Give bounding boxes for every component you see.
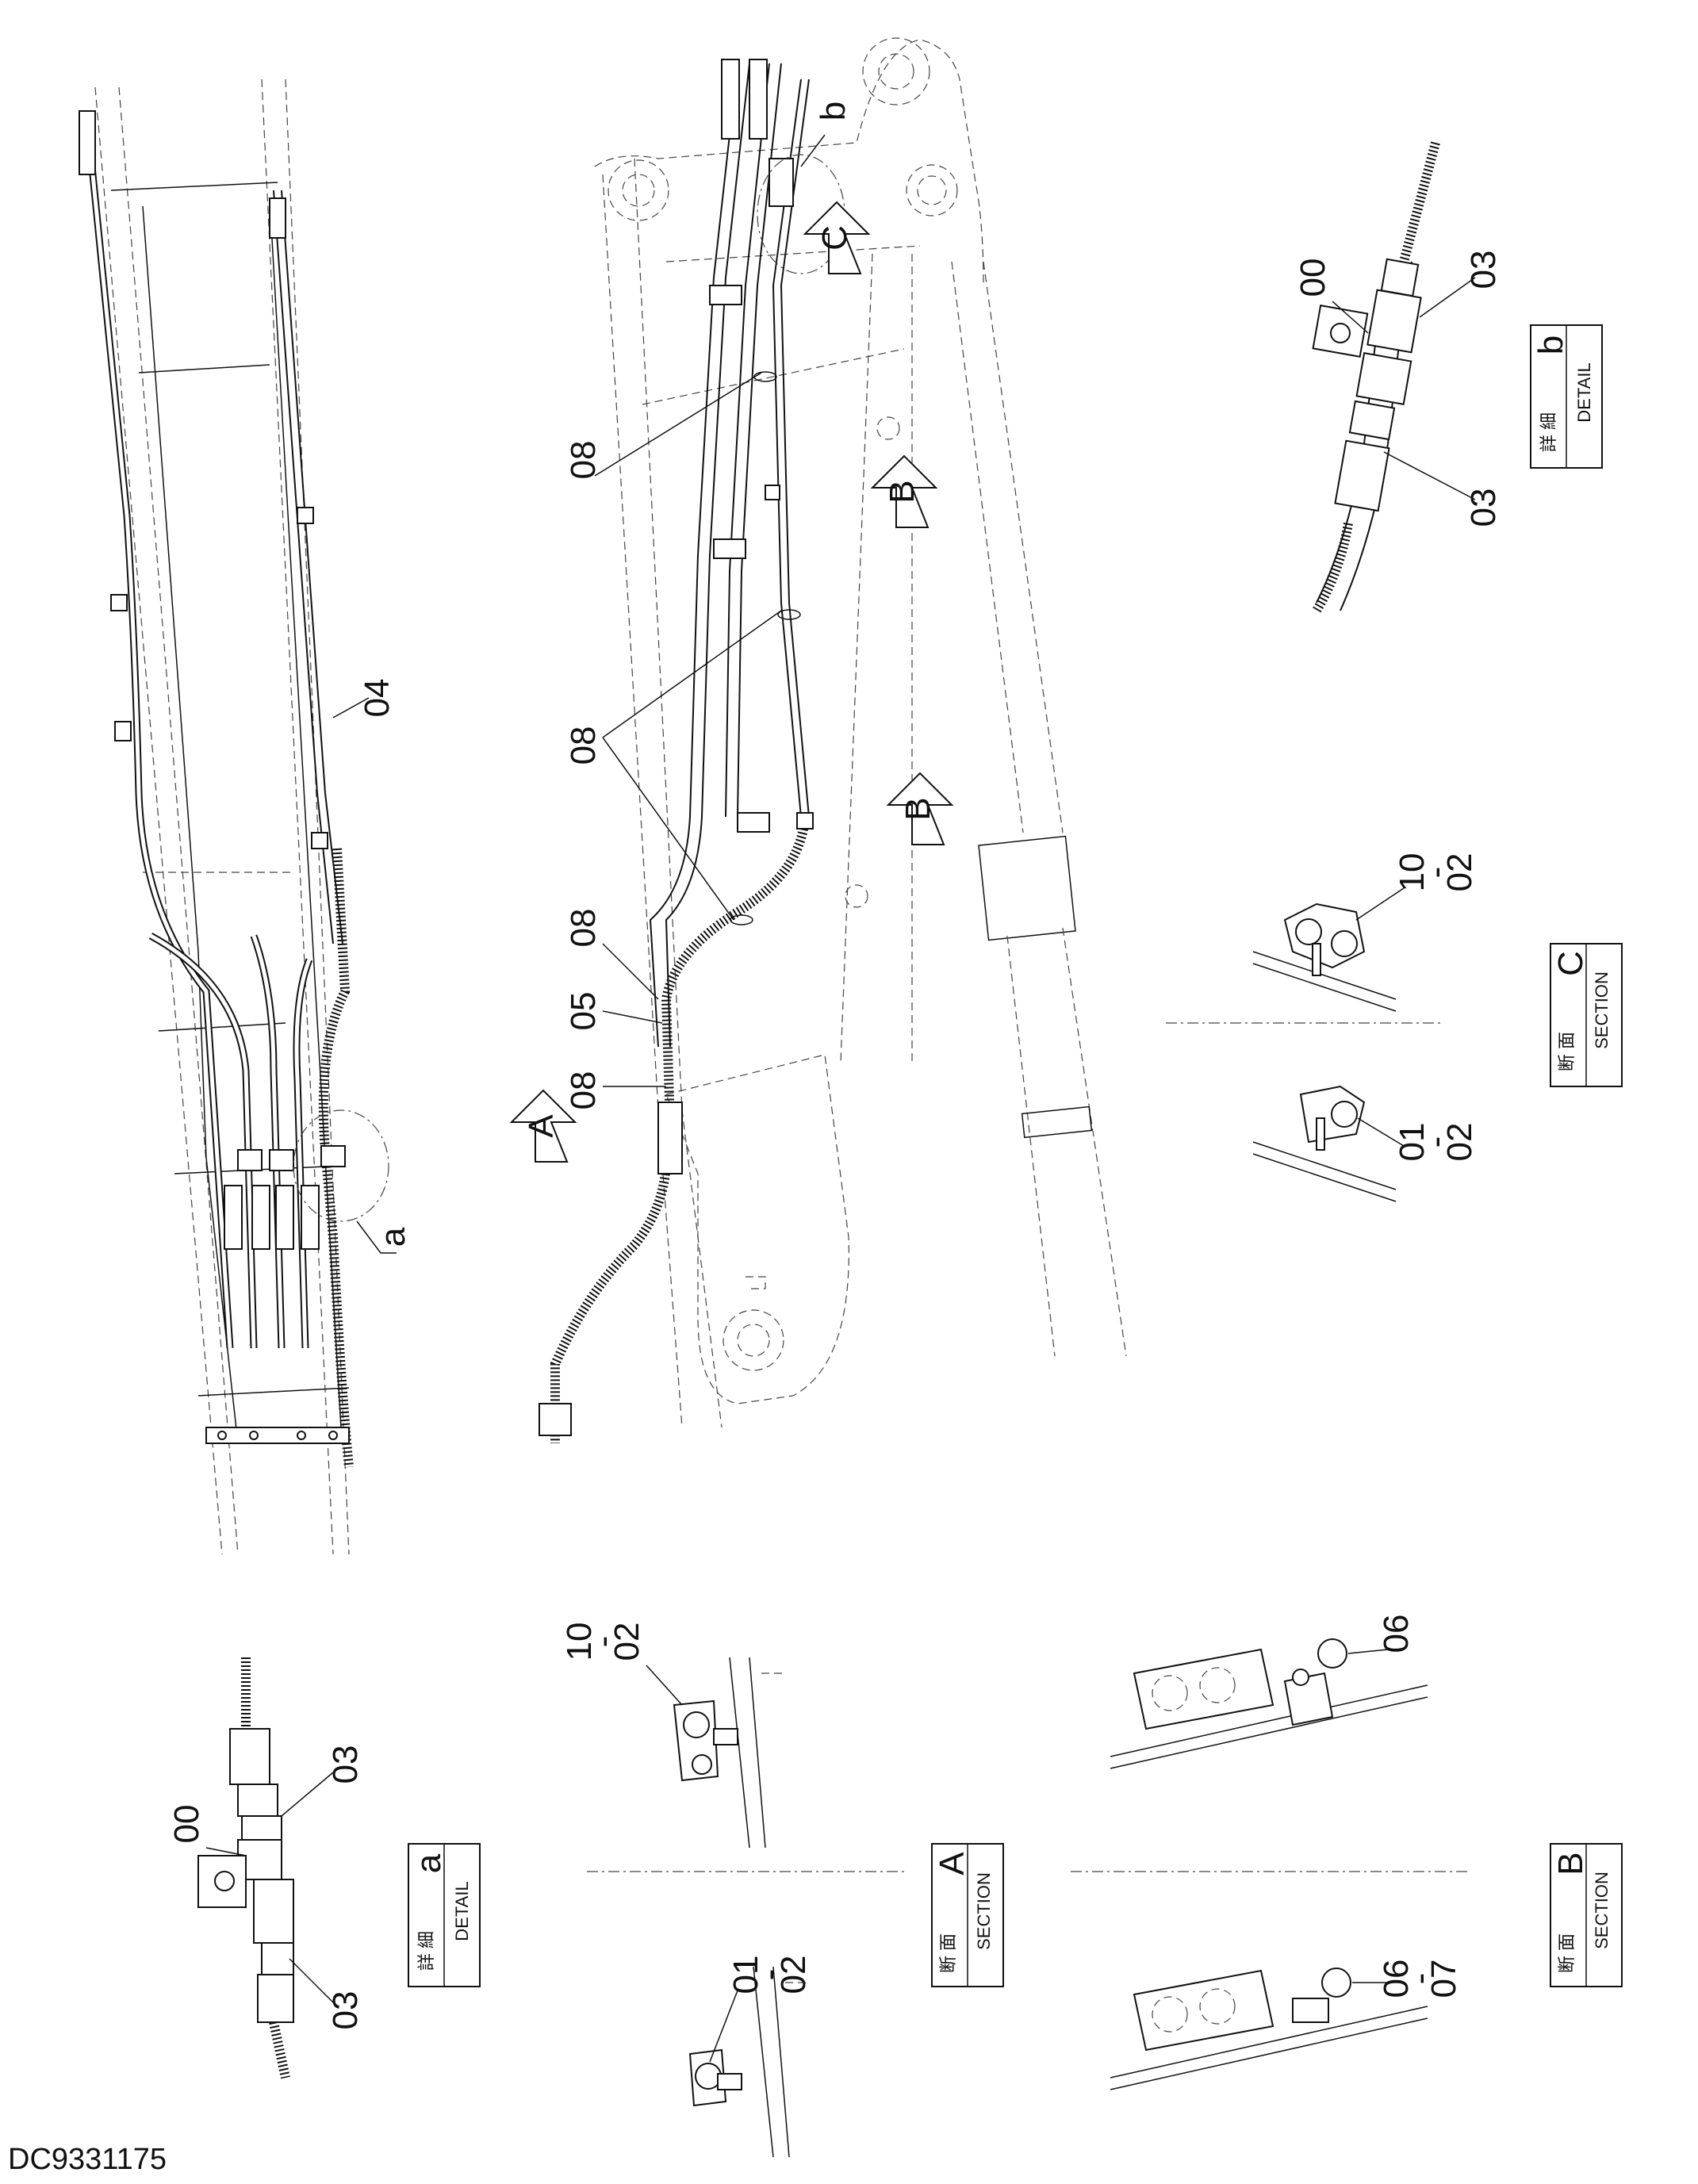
marker-b: b	[814, 102, 853, 121]
detail-b-letter: b	[1531, 335, 1570, 354]
arrow-b-label-1: B	[899, 797, 937, 820]
section-c-sep-2: -	[1416, 1136, 1455, 1148]
detail-a-circle	[293, 1109, 389, 1222]
section-c-sep-1: -	[1416, 867, 1455, 879]
detail-a-callout-00: 00	[167, 1805, 206, 1844]
arrow-a-label: A	[522, 1114, 561, 1138]
callout-08-a: 08	[564, 441, 603, 480]
detail-b-callout-00: 00	[1294, 259, 1332, 297]
arm-assembly-left	[79, 79, 397, 1555]
view-arrow-a: A	[509, 1089, 577, 1163]
detail-a-letter: a	[409, 1853, 448, 1873]
section-b-label: SECTION	[1592, 1872, 1612, 1949]
view-arrow-c: C	[803, 201, 871, 274]
section-c-kanji: 断 面	[1557, 1032, 1577, 1071]
section-b-letter: B	[1551, 1852, 1590, 1875]
section-c-view: 10 - 02 01 - 02 断 面 SECTION C	[1166, 853, 1623, 1202]
section-a-sep-2: -	[750, 1969, 789, 1981]
doc-number: DC9331175	[8, 2143, 167, 2176]
detail-a-callout-03-b: 03	[326, 1991, 365, 2030]
callout-08-c: 08	[564, 909, 603, 948]
detail-b-label: DETAIL	[1574, 362, 1594, 422]
section-a-callout-10: 10	[560, 1623, 599, 1661]
section-a-label: SECTION	[974, 1872, 994, 1950]
detail-b-callout-03-b: 03	[1464, 489, 1503, 527]
callout-05: 05	[564, 992, 603, 1031]
callout-08-b: 08	[564, 726, 603, 765]
section-c-callout-02-b: 02	[1440, 1123, 1479, 1162]
callouts-main: 04 08 08 08 05 08 b a	[332, 102, 853, 1247]
marker-a: a	[374, 1227, 412, 1247]
view-arrow-b-1: B	[886, 772, 954, 845]
section-b-callout-07: 07	[1424, 1960, 1463, 1998]
section-c-label: SECTION	[1592, 971, 1612, 1049]
section-c-callout-02-a: 02	[1440, 853, 1479, 892]
section-a-kanji: 断 面	[938, 1933, 958, 1973]
callout-04: 04	[358, 679, 397, 718]
detail-b-view: 00 03 03 詳 細 DETAIL b	[1294, 141, 1603, 614]
section-a-callout-02-a: 02	[608, 1623, 646, 1661]
section-b-callout-06-b: 06	[1377, 1960, 1416, 1998]
detail-a-label: DETAIL	[452, 1881, 472, 1941]
detail-b-callout-03-a: 03	[1464, 251, 1503, 289]
section-a-callout-01: 01	[726, 1956, 765, 1994]
section-b-view: 06 06 - 07 断 面 SECTION B	[1071, 1615, 1623, 2090]
section-a-sep-1: -	[584, 1636, 623, 1648]
arrow-b-label-2: B	[883, 480, 922, 503]
boom-assembly-center	[539, 37, 1127, 1443]
section-c-callout-01: 01	[1393, 1123, 1432, 1162]
section-a-callout-02-b: 02	[774, 1956, 813, 1994]
detail-a-kanji: 詳 細	[416, 1931, 436, 1971]
section-a-letter: A	[933, 1852, 972, 1876]
detail-a-callout-03-a: 03	[326, 1745, 365, 1784]
section-c-callout-10: 10	[1393, 853, 1432, 892]
section-b-sep: -	[1401, 1973, 1439, 1985]
section-c-letter: C	[1551, 951, 1590, 976]
detail-b-kanji: 詳 細	[1539, 412, 1558, 452]
section-a-view: 10 - 02 01 - 02 断 面 SECTION A	[560, 1623, 1004, 2158]
section-b-callout-06-a: 06	[1377, 1615, 1416, 1653]
view-arrow-b-2: B	[870, 454, 938, 528]
section-b-kanji: 断 面	[1557, 1933, 1577, 1973]
arrow-c-label: C	[815, 225, 854, 251]
detail-a-view: 00 03 03 詳 細 DETAIL a	[167, 1657, 481, 2079]
callout-08-d: 08	[564, 1071, 603, 1110]
